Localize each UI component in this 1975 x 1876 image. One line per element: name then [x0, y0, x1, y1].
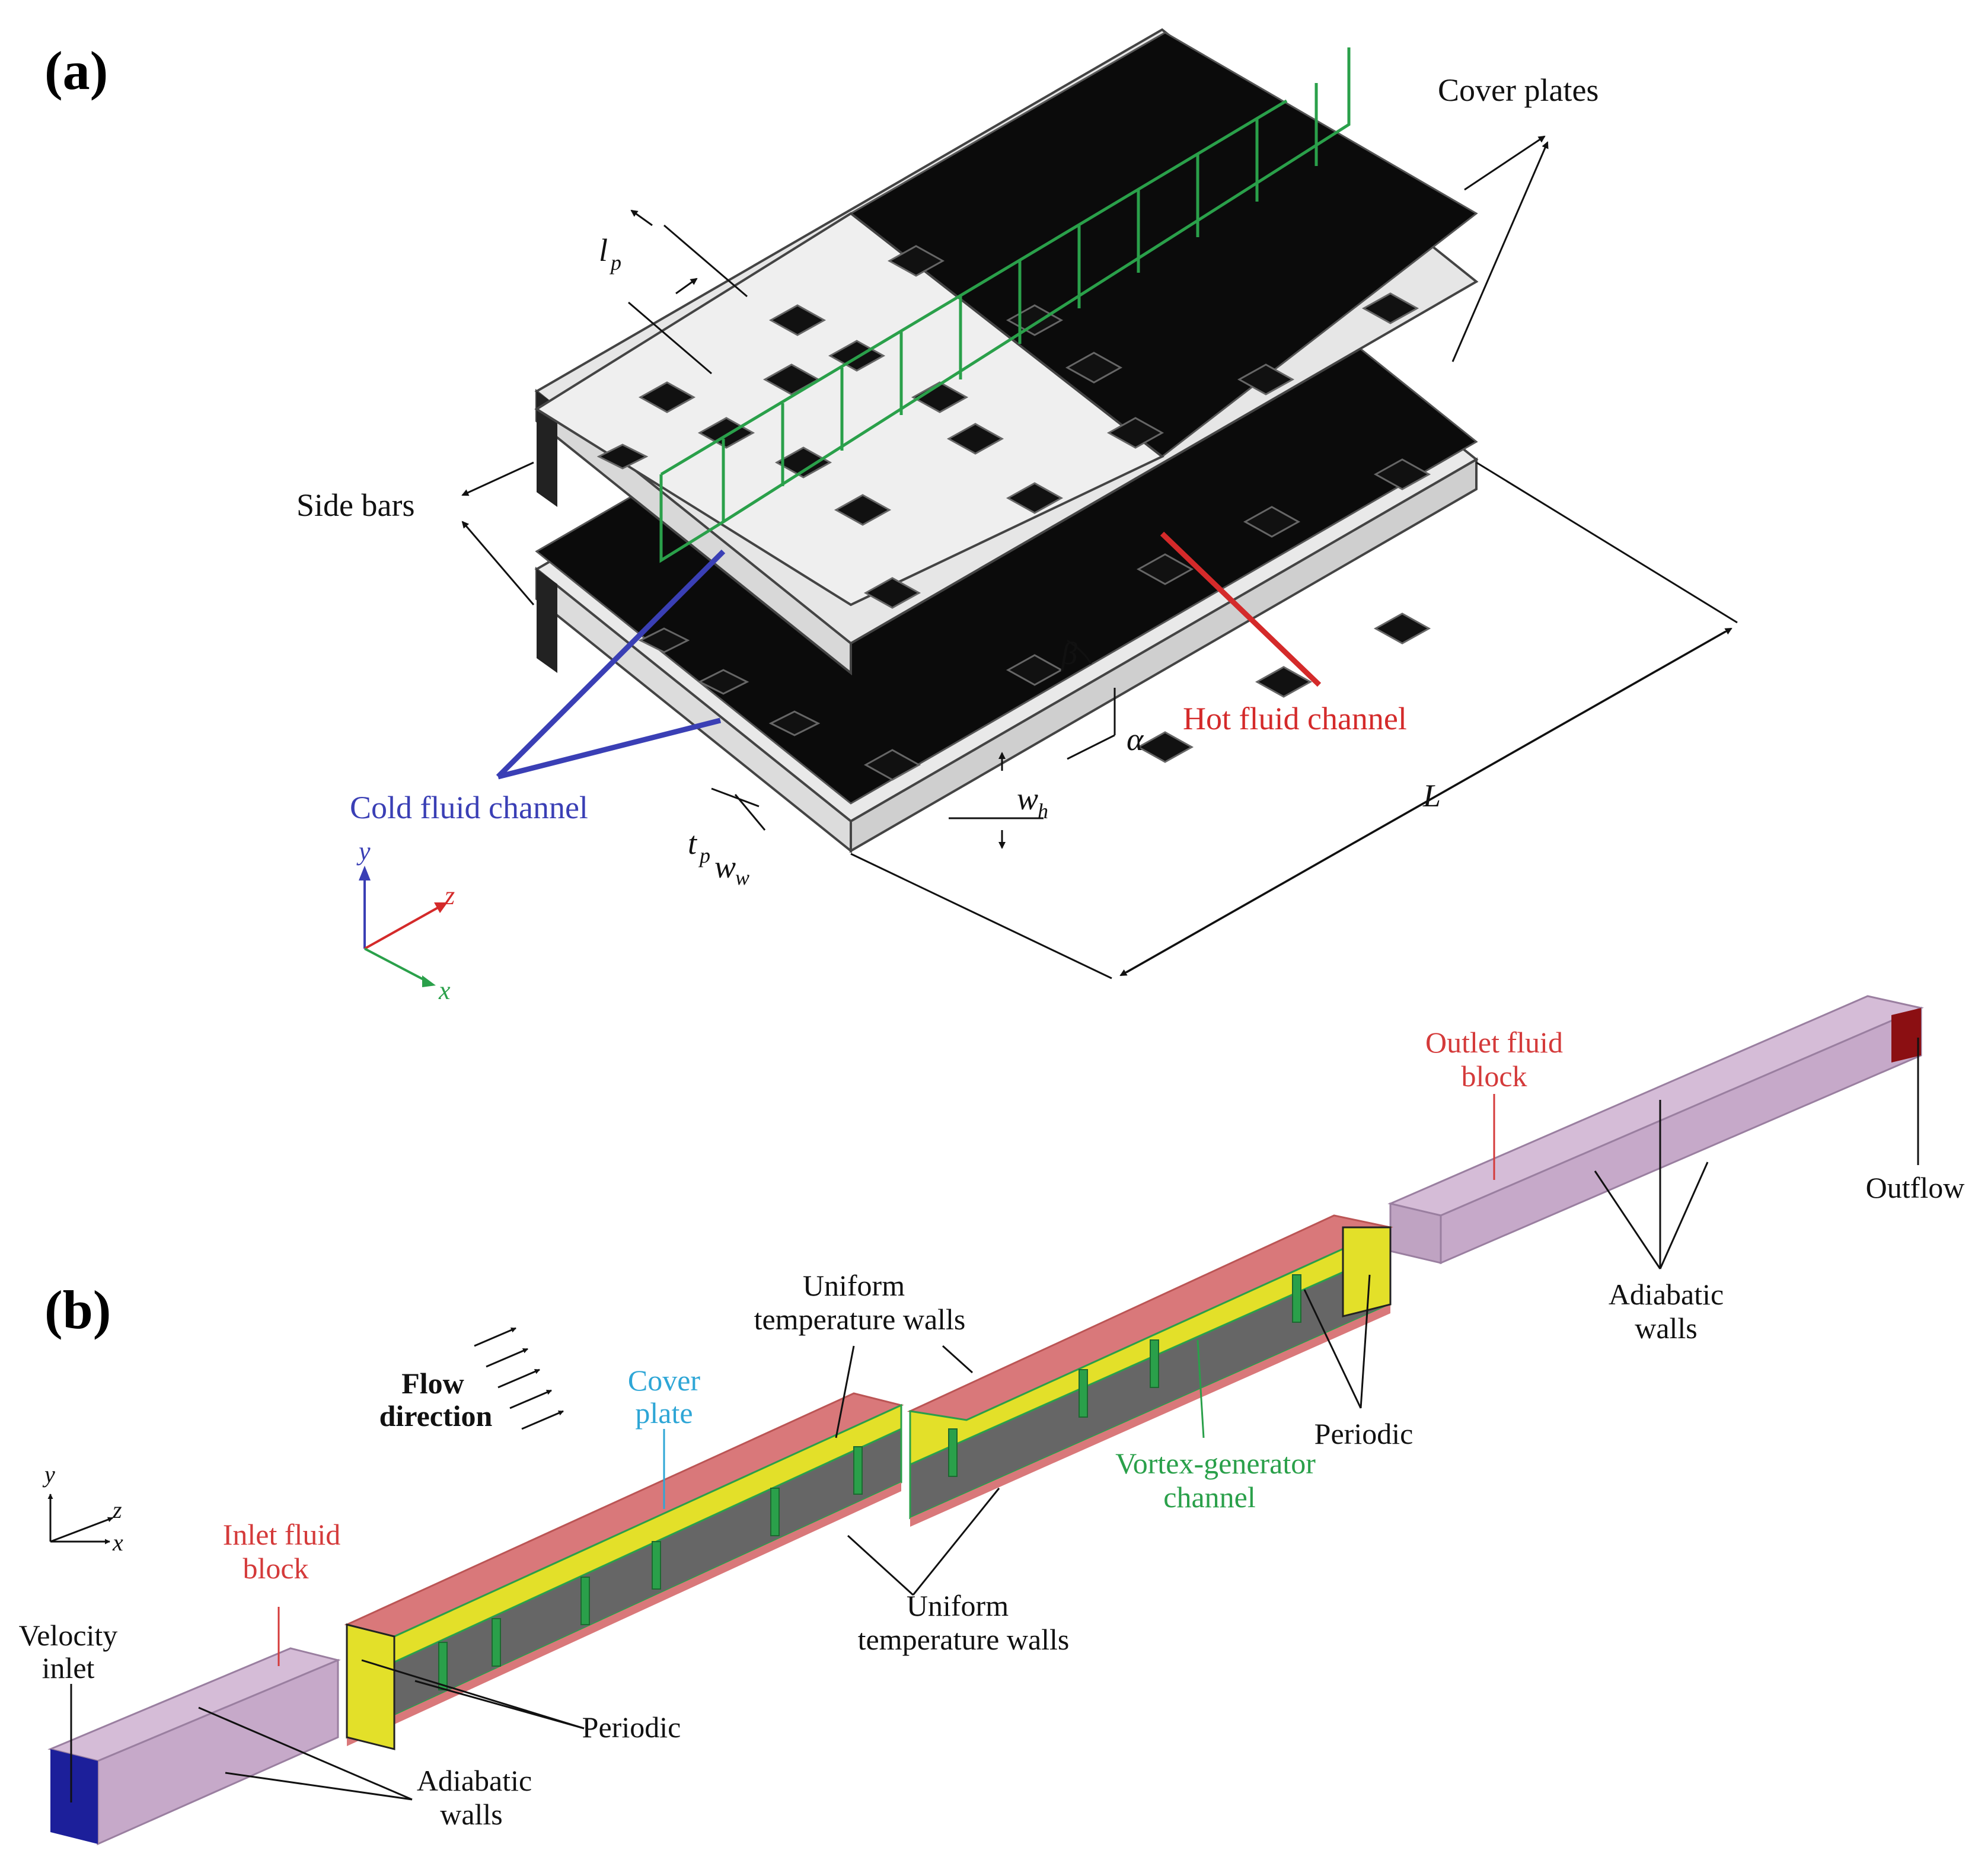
- top-plate: [534, 212, 1164, 607]
- axis-b-x: x: [112, 1529, 123, 1556]
- panel-b: (b): [19, 995, 1965, 1846]
- label-velocity-inlet-2: inlet: [42, 1651, 95, 1684]
- dimension-symbols: l p β α w h L t p w w: [599, 232, 1441, 889]
- symbol-lp: l: [599, 232, 608, 268]
- leader-lines-b: [70, 1038, 1919, 1802]
- label-vortex-channel-2: channel: [1163, 1481, 1255, 1514]
- axis-a-x: x: [438, 976, 451, 1005]
- cold-channel-pointers: [496, 549, 726, 780]
- label-flow-direction-1: Flow: [401, 1367, 464, 1400]
- label-adiabatic-walls-bottom-1: Adiabatic: [417, 1764, 532, 1797]
- label-outlet-fluid-block-2: block: [1461, 1060, 1527, 1093]
- axis-b-y: y: [42, 1461, 55, 1488]
- label-adiabatic-walls-bottom-2: walls: [440, 1798, 503, 1831]
- flow-direction-arrows: [474, 1327, 564, 1430]
- symbol-lp-sub: p: [609, 251, 621, 275]
- label-inlet-fluid-block-1: Inlet fluid: [223, 1518, 341, 1551]
- label-velocity-inlet-1: Velocity: [19, 1619, 118, 1652]
- label-vortex-channel-1: Vortex-generator: [1115, 1447, 1316, 1480]
- label-cover-plate-1: Cover: [628, 1364, 701, 1397]
- axis-b-z: z: [112, 1497, 122, 1523]
- vortex-fins: [438, 1274, 1301, 1690]
- symbol-alpha: α: [1127, 722, 1144, 757]
- outflow-face: [1891, 1008, 1921, 1063]
- labels-b: Outlet fluid block Outflow Adiabatic wal…: [19, 1026, 1965, 1831]
- label-uniform-temp-bottom-2: temperature walls: [858, 1623, 1070, 1656]
- label-adiabatic-walls-top-1: Adiabatic: [1609, 1278, 1724, 1311]
- inlet-fluid-block: [47, 1647, 341, 1846]
- label-cold-fluid-channel: Cold fluid channel: [350, 790, 588, 825]
- side-bar-upper: [537, 391, 557, 507]
- axes-triad-b: [47, 1494, 113, 1545]
- label-uniform-temp-bottom-1: Uniform: [907, 1589, 1009, 1622]
- label-outflow: Outflow: [1866, 1171, 1965, 1204]
- symbol-L: L: [1422, 778, 1441, 813]
- label-flow-direction-2: direction: [379, 1399, 493, 1432]
- panel-a: (a): [44, 28, 1738, 1005]
- label-periodic-right: Periodic: [1314, 1417, 1414, 1450]
- velocity-inlet-face: [50, 1749, 98, 1844]
- label-inlet-fluid-block-2: block: [243, 1552, 308, 1585]
- dimension-lines: [461, 135, 1738, 980]
- cold-channel-outline: [659, 47, 1351, 563]
- outlet-fluid-block: [1387, 995, 1924, 1265]
- label-side-bars: Side bars: [296, 487, 414, 523]
- label-adiabatic-walls-top-2: walls: [1635, 1312, 1698, 1345]
- hot-channel-pointer: [1160, 531, 1322, 687]
- axis-a-z: z: [444, 881, 455, 910]
- symbol-beta: β: [1061, 636, 1077, 671]
- symbol-wh: w: [1017, 781, 1038, 816]
- panel-a-letter: (a): [44, 40, 108, 101]
- side-bar-lower: [537, 569, 557, 673]
- channel-segment-left: [344, 1392, 904, 1750]
- label-cover-plates: Cover plates: [1438, 72, 1598, 108]
- label-uniform-temp-top-2: temperature walls: [754, 1303, 966, 1336]
- axes-triad-a: [359, 866, 448, 987]
- label-uniform-temp-top-1: Uniform: [803, 1269, 905, 1302]
- label-outlet-fluid-block-1: Outlet fluid: [1425, 1026, 1563, 1059]
- axis-a-y: y: [356, 837, 371, 866]
- symbol-tp: t: [688, 825, 698, 861]
- symbol-ww-sub: w: [735, 866, 749, 889]
- label-periodic-left: Periodic: [582, 1711, 681, 1744]
- symbol-tp-sub: p: [698, 844, 710, 867]
- symbol-wh-sub: h: [1038, 799, 1048, 823]
- label-hot-fluid-channel: Hot fluid channel: [1183, 701, 1407, 736]
- symbol-ww: w: [714, 849, 736, 885]
- panel-b-letter: (b): [44, 1280, 111, 1340]
- label-cover-plate-2: plate: [635, 1396, 693, 1430]
